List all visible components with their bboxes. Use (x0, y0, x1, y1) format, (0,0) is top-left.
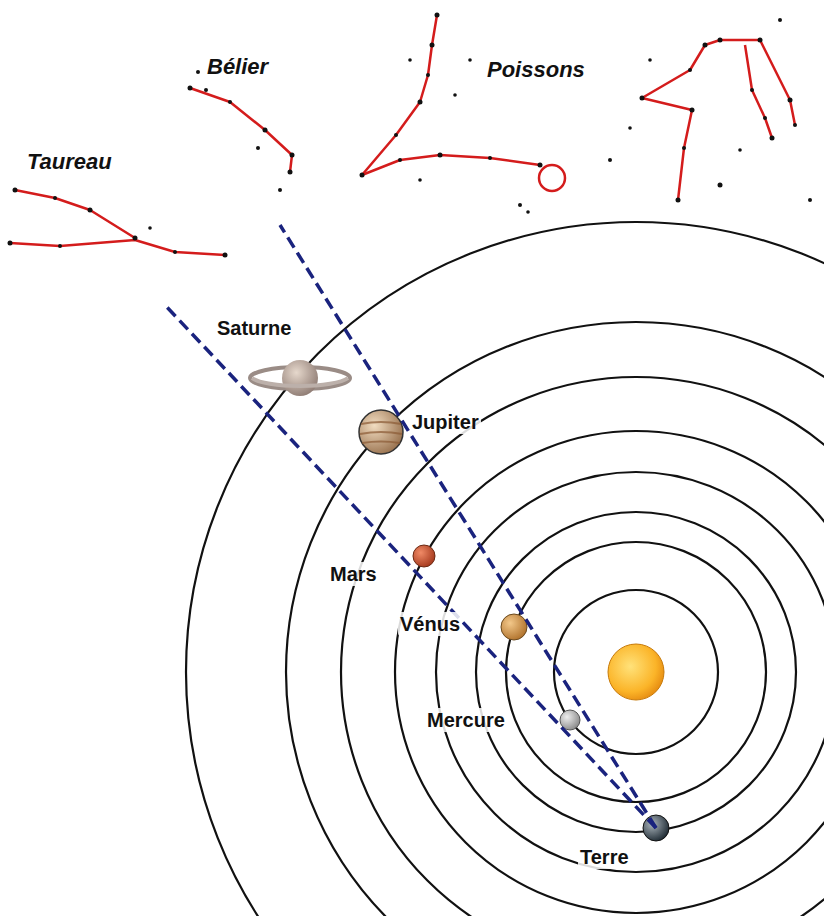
planet-name: Mercure (425, 708, 507, 732)
planet-name: Vénus (398, 612, 462, 636)
constellation-name: Bélier (205, 55, 270, 79)
jupiter (359, 410, 403, 454)
planet-name: Saturne (215, 316, 293, 340)
lines-of-sight (165, 225, 656, 828)
planet-name: Terre (578, 845, 631, 869)
constellation-lines (10, 15, 795, 255)
sun (608, 644, 664, 700)
constellation-name: Poissons (485, 58, 587, 82)
planet-name: Mars (328, 562, 379, 586)
constellation-name: Taureau (25, 150, 114, 174)
venus (501, 614, 527, 640)
constellation-stars (8, 13, 813, 258)
planet-name: Jupiter (410, 410, 481, 434)
mars (413, 545, 435, 567)
saturn (250, 360, 350, 396)
orbits (186, 222, 824, 916)
